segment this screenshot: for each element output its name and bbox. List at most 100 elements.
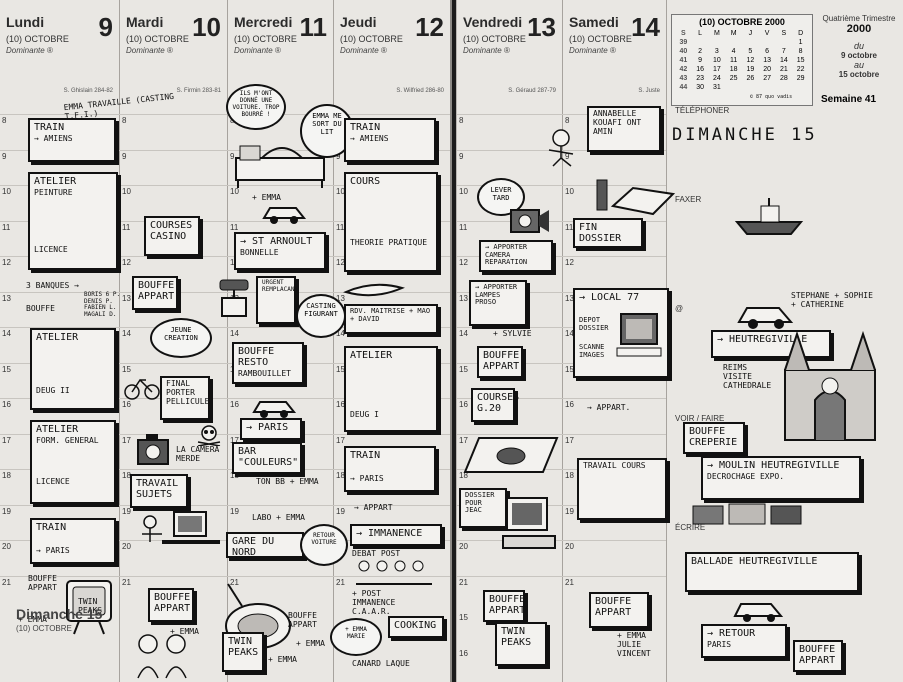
- calendar-cell: 16: [696, 66, 705, 73]
- note-emma: + EMMA: [170, 627, 199, 636]
- note-banques: 3 BANQUES →: [26, 281, 79, 290]
- calendar-cell: 22: [796, 66, 805, 73]
- hour-label: 18: [2, 471, 11, 480]
- hour-label: 8: [122, 116, 127, 125]
- sketch-gare-du-nord: GARE DU NORD: [226, 532, 304, 558]
- hour-line: [0, 220, 450, 222]
- hour-label: 11: [230, 222, 239, 232]
- sketch-st-arnoult: → ST ARNOULT BONNELLE: [234, 232, 326, 270]
- calendar-cell: 10: [712, 57, 721, 64]
- day-month: (10) OCTOBRE: [569, 34, 632, 44]
- week-number: Semaine 41: [821, 94, 877, 105]
- note-moulin: → MOULIN HEUTREGIVILLE: [707, 460, 840, 471]
- section-ecrire: ÉCRIRE: [675, 523, 706, 532]
- calendar-cell: 17: [712, 66, 721, 73]
- note-atelier: ATELIER: [350, 350, 393, 361]
- day-saint: S. Wilfried 286-80: [396, 88, 444, 94]
- calendar-cell: 1: [798, 39, 803, 46]
- calendar-cell: 14: [779, 57, 788, 64]
- sketch-bouffe-appart-2: BOUFFE APPART: [148, 588, 194, 622]
- hour-line: [0, 185, 450, 186]
- hour-label: 15: [565, 364, 574, 374]
- hour-label: 11: [122, 222, 131, 232]
- tv-drawing: [66, 580, 112, 635]
- sketch-bouffe-appart: BOUFFE APPART: [793, 640, 843, 672]
- sketch-annabelle: ANNABELLE KOUAFI ONT AMIN: [587, 106, 661, 152]
- note-atelier: ATELIER: [36, 424, 79, 435]
- hour-label: 12: [122, 258, 131, 267]
- note-train: TRAIN: [34, 122, 65, 133]
- hour-label: 13: [122, 293, 131, 303]
- calendar-cell: 19: [746, 66, 755, 73]
- calendar-cell: V: [764, 30, 770, 37]
- day-saint: S. Ghislain 284-82: [63, 88, 113, 94]
- day-month: (10) OCTOBRE: [126, 34, 189, 44]
- calendar-cell: J: [748, 30, 753, 37]
- sketch-fin-dossier: FIN DOSSIER: [573, 218, 643, 248]
- hour-label: 15: [2, 364, 11, 374]
- sketch-urgent: URGENT REMPLACANT: [256, 276, 298, 324]
- quarter-label: Quatrième Trimestre: [822, 14, 896, 23]
- sketch-final-porter: FINAL PORTER PELLICULE: [160, 376, 210, 420]
- day-name: Lundi: [6, 14, 45, 30]
- section-at: @: [675, 304, 684, 313]
- sketch-travail-sujets: TRAVAIL SUJETS: [130, 474, 188, 508]
- car-icon: [733, 603, 784, 622]
- day-header: Mardi 10 (10) OCTOBRE Dominante ® S. Fir…: [120, 8, 227, 100]
- note-train: TRAIN: [350, 450, 381, 461]
- day-column-mercredi: Mercredi 11 (10) OCTOBRE Dominante ®: [228, 0, 334, 682]
- hour-line: [457, 540, 666, 541]
- note-guests: + EMMA JULIE VINCENT: [617, 631, 651, 658]
- calendar-cell: D: [798, 30, 804, 37]
- day-dominante: Dominante ®: [234, 46, 281, 55]
- day-dominante: Dominante ®: [126, 46, 173, 55]
- hour-line: [457, 114, 666, 115]
- telephone-icon: [219, 279, 249, 317]
- sketch-bouffe-appart-2: BOUFFE APPART: [483, 590, 525, 622]
- calendar-cell: 24: [712, 75, 721, 82]
- calendar-cell: [776, 38, 793, 47]
- footer-dimanche: Dimanche 15: [16, 606, 103, 622]
- sketch-bouffe-appart: BOUFFE APPART: [477, 346, 523, 378]
- day-dominante: Dominante ®: [463, 46, 510, 55]
- day-column-lundi: Lundi 9 (10) OCTOBRE Dominante ® S. Ghis…: [0, 0, 120, 682]
- sketch-train-paris: TRAIN → PARIS: [344, 446, 436, 492]
- note-appart: → APPART.: [587, 403, 631, 412]
- hour-label: 17: [565, 435, 574, 445]
- sketch-travail-cours: TRAVAIL COURS: [577, 458, 667, 520]
- hour-label: 19: [230, 506, 239, 516]
- calendar-cell: 29: [796, 75, 805, 82]
- sketch-heutregiville: → HEUTREGIVILLE: [711, 330, 831, 358]
- calendar-cell: [725, 38, 742, 47]
- bubble-casting: CASTING FIGURANT: [296, 294, 346, 338]
- calendar-cell: L: [698, 30, 703, 37]
- hour-label: 17: [459, 435, 468, 445]
- day-name: Jeudi: [340, 14, 377, 30]
- sketch-atelier-form: ATELIER FORM. GENERAL LICENCE: [30, 420, 116, 504]
- quarter-to: 15 octobre: [838, 70, 880, 79]
- hour-label: 20: [122, 542, 131, 551]
- hour-label: 20: [565, 542, 574, 551]
- sketch-rdv-maitrise: RDV. MAITRISE + MAO + DAVID: [344, 304, 438, 334]
- note-bouffe-resto: BOUFFE RESTO: [238, 346, 275, 368]
- sketch-train-amiens: TRAIN → AMIENS: [28, 118, 116, 162]
- calendar-cell: S: [681, 30, 686, 37]
- hour-label: 12: [2, 258, 11, 267]
- note-stephane: STEPHANE + SOPHIE + CATHERINE: [791, 291, 873, 309]
- day-name: Vendredi: [463, 14, 523, 30]
- hour-label: 12: [336, 258, 345, 267]
- hour-label: 15: [336, 364, 345, 374]
- camera-icon: [510, 209, 549, 233]
- bubble-jeune-creation: JEUNE CREATION: [150, 318, 212, 358]
- skull-icon: [197, 425, 221, 446]
- note-bonnelle: BONNELLE: [240, 248, 279, 257]
- calendar-cell: [692, 38, 709, 47]
- hour-line: [0, 504, 450, 506]
- note-paris: PARIS: [707, 640, 732, 649]
- sketch-apporter-camera: → APPORTER CAMERA REPARATION: [479, 240, 553, 272]
